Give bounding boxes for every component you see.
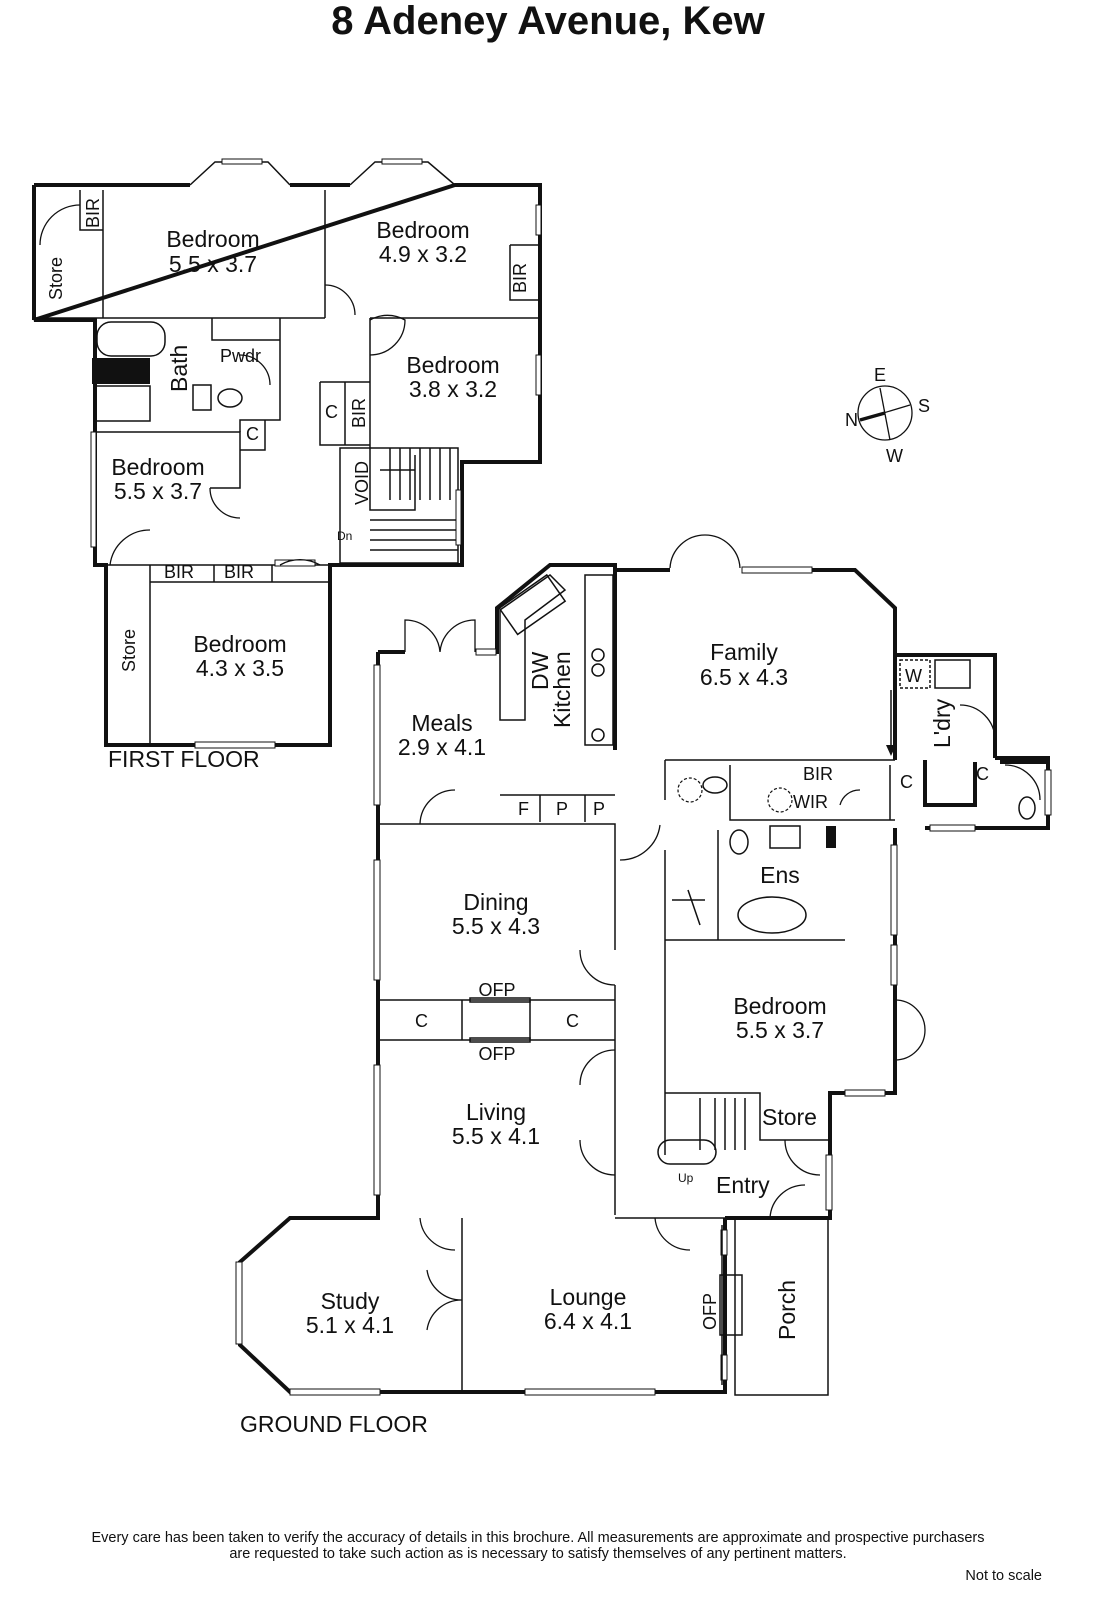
dining-room-name: Dining: [463, 889, 528, 915]
bir-label-first-3: BIR: [349, 398, 369, 428]
void-label: VOID: [352, 461, 372, 505]
compass-icon: E N S W: [845, 365, 930, 466]
store-label-ground: Store: [762, 1104, 817, 1130]
cupboard-label-first-2: C: [325, 402, 338, 422]
stairs-up-label: Up: [678, 1171, 694, 1185]
stairs-down-label: Dn: [337, 529, 352, 543]
cupboard-label-ground-4: C: [566, 1011, 579, 1031]
bir-label-first-5: BIR: [224, 562, 254, 582]
meals-room-dimensions: 2.9 x 4.1: [398, 734, 486, 760]
bedroom-5-name: Bedroom: [193, 631, 286, 657]
powder-room-label: Pwdr: [220, 346, 261, 366]
fireplace-label-dining: OFP: [478, 980, 515, 1000]
property-title: 8 Adeney Avenue, Kew: [331, 0, 765, 43]
dining-room-dimensions: 5.5 x 4.3: [452, 913, 540, 939]
porch-label: Porch: [774, 1280, 800, 1340]
bedroom-2-dimensions: 4.9 x 3.2: [379, 241, 467, 267]
ground-floor-heading: GROUND FLOOR: [240, 1411, 428, 1437]
bedroom-3-name: Bedroom: [406, 352, 499, 378]
bedroom-2-name: Bedroom: [376, 217, 469, 243]
entry-label: Entry: [716, 1172, 770, 1198]
disclaimer-line-2: are requested to take such action as is …: [229, 1546, 846, 1562]
dishwasher-label: DW: [527, 651, 553, 690]
wir-label: WIR: [793, 792, 828, 812]
laundry-label: L'dry: [929, 698, 955, 748]
bedroom-1-dimensions: 5.5 x 3.7: [169, 251, 257, 277]
ground-bedroom-dimensions: 5.5 x 3.7: [736, 1017, 824, 1043]
bir-label-first-2: BIR: [510, 263, 530, 293]
fireplace-label-living: OFP: [478, 1044, 515, 1064]
disclaimer-line-1: Every care has been taken to verify the …: [91, 1530, 984, 1546]
bir-label-first-1: BIR: [83, 198, 103, 228]
compass-south: S: [918, 396, 930, 416]
compass-north: N: [845, 410, 858, 430]
first-floor-heading: FIRST FLOOR: [108, 746, 260, 772]
ground-bedroom-name: Bedroom: [733, 993, 826, 1019]
study-room-dimensions: 5.1 x 4.1: [306, 1312, 394, 1338]
meals-room-name: Meals: [411, 710, 472, 736]
ground-floor-plan: [235, 534, 1052, 1396]
compass-east: E: [874, 365, 886, 385]
compass-west: W: [886, 446, 903, 466]
store-label-first-1: Store: [46, 257, 66, 300]
store-label-first-2: Store: [119, 629, 139, 672]
cupboard-label-ground-1: C: [900, 772, 913, 792]
bedroom-3-dimensions: 3.8 x 3.2: [409, 376, 497, 402]
first-floor-plan: [32, 158, 542, 749]
fireplace-label-lounge: OFP: [700, 1293, 720, 1330]
washer-label: W: [905, 666, 922, 686]
cupboard-label-ground-2: C: [976, 764, 989, 784]
bedroom-4-name: Bedroom: [111, 454, 204, 480]
fridge-label: F: [518, 799, 529, 819]
pantry-label-2: P: [593, 799, 605, 819]
bath-label: Bath: [166, 345, 192, 392]
lounge-room-dimensions: 6.4 x 4.1: [544, 1308, 632, 1334]
cupboard-label-ground-3: C: [415, 1011, 428, 1031]
bir-label-first-4: BIR: [164, 562, 194, 582]
ensuite-label: Ens: [760, 862, 800, 888]
living-room-name: Living: [466, 1099, 526, 1125]
family-room-dimensions: 6.5 x 4.3: [700, 664, 788, 690]
bedroom-1-name: Bedroom: [166, 226, 259, 252]
bedroom-4-dimensions: 5.5 x 3.7: [114, 478, 202, 504]
pantry-label-1: P: [556, 799, 568, 819]
bir-label-ground: BIR: [803, 764, 833, 784]
bedroom-5-dimensions: 4.3 x 3.5: [196, 655, 284, 681]
kitchen-bench: [498, 573, 614, 746]
cupboard-label-first-1: C: [246, 424, 259, 444]
family-room-name: Family: [710, 639, 778, 665]
not-to-scale-note: Not to scale: [965, 1568, 1042, 1584]
lounge-room-name: Lounge: [550, 1284, 627, 1310]
study-room-name: Study: [321, 1288, 380, 1314]
living-room-dimensions: 5.5 x 4.1: [452, 1123, 540, 1149]
kitchen-label: Kitchen: [549, 651, 575, 728]
entry-stairs: [657, 1098, 746, 1165]
